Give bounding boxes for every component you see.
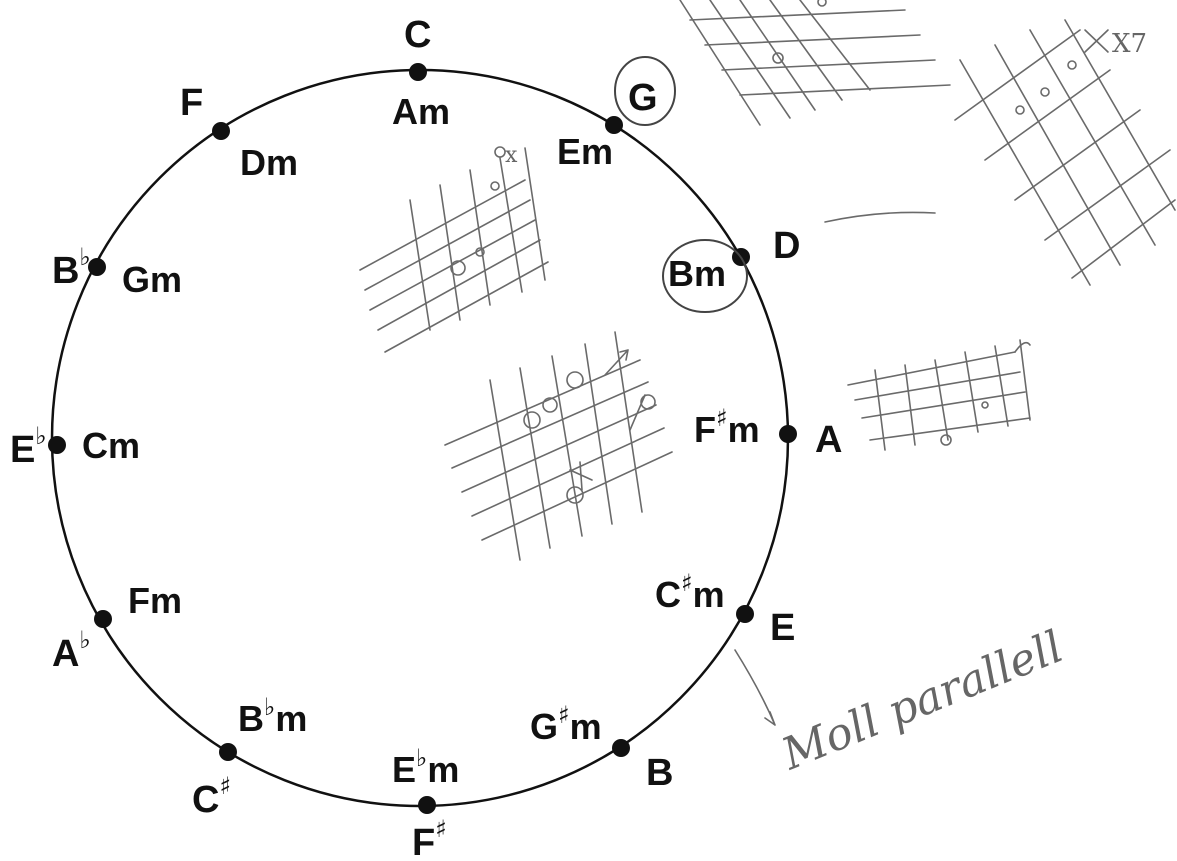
major-label-b: B xyxy=(646,752,673,794)
major-label-a: A xyxy=(815,419,842,461)
circle-outline xyxy=(50,68,790,808)
pencil-circle-g xyxy=(614,56,676,126)
minor-label-b-flat-m: B♭m xyxy=(238,693,307,739)
minor-label-em: Em xyxy=(557,131,613,172)
svg-text:x: x xyxy=(505,143,518,168)
pencil-chord-grid-2 xyxy=(444,331,673,561)
pencil-chord-grid-5 xyxy=(847,339,1031,451)
major-label-f: F xyxy=(180,82,203,124)
pencil-chord-grid-3 xyxy=(679,0,951,126)
dot-f-sharp xyxy=(418,796,436,814)
minor-label-am: Am xyxy=(392,91,450,132)
minor-label-f-sharp-m: F♯m xyxy=(694,404,760,450)
dot-f xyxy=(212,122,230,140)
dot-c-sharp xyxy=(219,743,237,761)
key-dots xyxy=(48,63,797,814)
handwritten-note: Moll parallell xyxy=(774,621,1070,780)
dot-a xyxy=(779,425,797,443)
minor-label-c-sharp-m: C♯m xyxy=(655,569,725,615)
major-label-a-flat: A♭ xyxy=(52,626,91,675)
dot-g xyxy=(605,116,623,134)
minor-label-cm: Cm xyxy=(82,425,140,466)
dot-b xyxy=(612,739,630,757)
minor-label-g-sharp-m: G♯m xyxy=(530,701,602,747)
major-labels: C G D A E B F♯ C♯ A♭ E♭ B♭ F xyxy=(10,14,842,861)
major-label-b-flat: B♭ xyxy=(52,243,91,292)
minor-label-e-flat-m: E♭m xyxy=(392,744,459,790)
major-label-c: C xyxy=(404,14,431,56)
major-label-d: D xyxy=(773,225,800,267)
minor-label-bm: Bm xyxy=(668,253,726,294)
major-label-g: G xyxy=(628,77,658,119)
minor-label-fm: Fm xyxy=(128,580,182,621)
major-label-e-flat: E♭ xyxy=(10,422,47,471)
minor-labels: Am Em Bm F♯m C♯m G♯m E♭m B♭m Fm Cm Gm Dm xyxy=(82,91,760,790)
dot-b-flat xyxy=(88,258,106,276)
dot-a-flat xyxy=(94,610,112,628)
dot-e xyxy=(736,605,754,623)
major-label-c-sharp: C♯ xyxy=(192,772,231,821)
minor-label-dm: Dm xyxy=(240,142,298,183)
dot-c xyxy=(409,63,427,81)
pencil-chord-grid-1: x xyxy=(359,143,549,353)
pencil-chord-grid-4: X7 xyxy=(954,19,1176,286)
pencil-stroke xyxy=(824,211,936,223)
major-label-e: E xyxy=(770,607,795,649)
pencil-arrow xyxy=(734,649,776,726)
minor-label-gm: Gm xyxy=(122,259,182,300)
chord-sketch-label: X7 xyxy=(1112,29,1147,59)
major-label-f-sharp: F♯ xyxy=(412,815,447,861)
pencil-circle-bm xyxy=(662,239,748,313)
dot-e-flat xyxy=(48,436,66,454)
